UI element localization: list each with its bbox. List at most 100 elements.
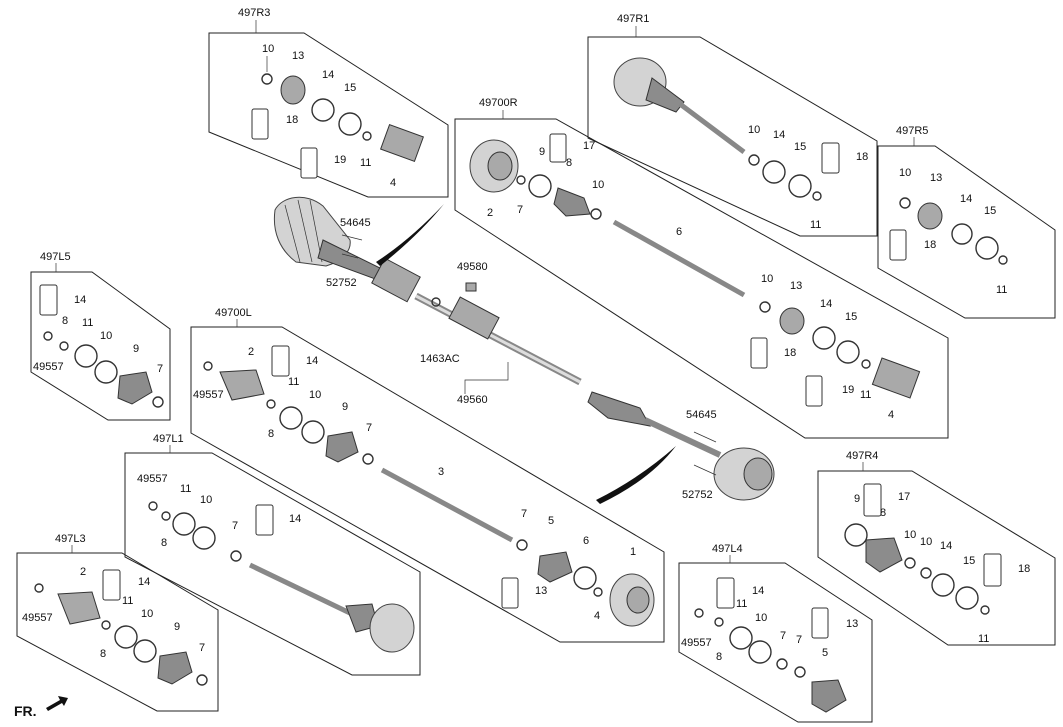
snap-ring bbox=[266, 399, 276, 409]
bolt bbox=[465, 282, 477, 292]
snap-ring bbox=[203, 361, 213, 371]
part-label-18: 18 bbox=[856, 151, 868, 163]
group-label-49700l: 49700L bbox=[215, 307, 252, 319]
snap-ring bbox=[59, 341, 69, 351]
part-label-49557: 49557 bbox=[137, 473, 168, 485]
clamp-band bbox=[301, 420, 325, 444]
hub-face bbox=[743, 457, 773, 491]
snap-ring bbox=[593, 587, 603, 597]
part-label-10: 10 bbox=[141, 608, 153, 620]
front-arrow-icon bbox=[46, 696, 68, 711]
main-drive-shaft-assembly bbox=[273, 196, 775, 504]
part-label-14: 14 bbox=[820, 298, 832, 310]
part-label-9: 9 bbox=[342, 401, 348, 413]
part-label-14: 14 bbox=[752, 585, 764, 597]
shaft bbox=[248, 562, 354, 617]
part-label-14: 14 bbox=[940, 540, 952, 552]
snap-ring bbox=[152, 396, 164, 408]
group-label-497l4: 497L4 bbox=[712, 543, 743, 555]
grease-bottle bbox=[983, 553, 1002, 587]
clamp-band bbox=[114, 625, 138, 649]
part-label-7: 7 bbox=[157, 363, 163, 375]
part-label-19: 19 bbox=[334, 154, 346, 166]
kit-497l3-parts bbox=[34, 569, 208, 686]
grease-bottle bbox=[805, 375, 823, 407]
part-label-49557: 49557 bbox=[681, 637, 712, 649]
snap-ring bbox=[794, 666, 806, 678]
part-label-54645: 54645 bbox=[340, 217, 371, 229]
clamp-band bbox=[931, 573, 955, 597]
clamp-band bbox=[951, 223, 973, 245]
part-label-1: 1 bbox=[630, 546, 636, 558]
group-label-49700r: 49700R bbox=[479, 97, 518, 109]
part-label-52752: 52752 bbox=[326, 277, 357, 289]
clamp-band bbox=[748, 640, 772, 664]
fastener bbox=[693, 431, 717, 443]
snap-ring bbox=[759, 301, 771, 313]
boot bbox=[587, 391, 651, 427]
grease-bottle bbox=[750, 337, 768, 369]
part-label-13: 13 bbox=[846, 618, 858, 630]
part-label-3: 3 bbox=[438, 466, 444, 478]
part-label-7: 7 bbox=[232, 520, 238, 532]
boot bbox=[117, 371, 153, 405]
tripod-housing bbox=[57, 591, 101, 625]
part-label-15: 15 bbox=[344, 82, 356, 94]
clamp-band bbox=[788, 174, 812, 198]
kit-497l1-parts bbox=[148, 501, 415, 653]
part-label-14: 14 bbox=[322, 69, 334, 81]
clamp-band bbox=[338, 112, 362, 136]
snap-ring bbox=[261, 73, 273, 85]
part-label-10: 10 bbox=[920, 536, 932, 548]
part-label-13: 13 bbox=[535, 585, 547, 597]
grease-bottle bbox=[889, 229, 907, 261]
snap-ring bbox=[904, 557, 916, 569]
part-label-13: 13 bbox=[790, 280, 802, 292]
boot bbox=[811, 679, 847, 713]
snap-ring bbox=[161, 511, 171, 521]
group-label-497l3: 497L3 bbox=[55, 533, 86, 545]
pointer-wedge bbox=[376, 204, 444, 266]
part-label-14: 14 bbox=[289, 513, 301, 525]
part-label-17: 17 bbox=[898, 491, 910, 503]
kit-497l5-parts bbox=[39, 284, 164, 408]
clamp-band bbox=[133, 639, 157, 663]
part-label-49557: 49557 bbox=[193, 389, 224, 401]
grease-bottle bbox=[39, 284, 58, 316]
part-label-15: 15 bbox=[984, 205, 996, 217]
snap-ring bbox=[980, 605, 990, 615]
tripod-housing bbox=[871, 357, 921, 399]
snap-ring bbox=[230, 550, 242, 562]
part-label-5: 5 bbox=[548, 515, 554, 527]
kit-497r5-parts bbox=[889, 197, 1008, 265]
grease-bottle bbox=[863, 483, 882, 517]
grease-bottle bbox=[255, 504, 274, 536]
snap-ring bbox=[516, 175, 526, 185]
part-label-11: 11 bbox=[288, 376, 299, 388]
part-label-4: 4 bbox=[888, 409, 894, 421]
tripod-housing bbox=[379, 123, 425, 163]
clamp-band bbox=[836, 340, 860, 364]
grease-bottle bbox=[716, 577, 735, 609]
snap-ring bbox=[748, 154, 760, 166]
assy-49700r-parts bbox=[469, 133, 921, 407]
part-label-8: 8 bbox=[880, 507, 886, 519]
part-label-10: 10 bbox=[262, 43, 274, 55]
panel-497l3 bbox=[16, 552, 219, 712]
clamp-band bbox=[74, 344, 98, 368]
panel-497r1 bbox=[587, 36, 878, 237]
part-label-13: 13 bbox=[930, 172, 942, 184]
grease-bottle bbox=[501, 577, 519, 609]
part-label-8: 8 bbox=[62, 315, 68, 327]
panel-49700r bbox=[454, 118, 949, 439]
panel-497l1 bbox=[124, 452, 421, 676]
part-label-2: 2 bbox=[487, 207, 493, 219]
snap-ring bbox=[920, 567, 932, 579]
part-label-8: 8 bbox=[100, 648, 106, 660]
stub-shaft bbox=[643, 417, 722, 458]
part-label-49557: 49557 bbox=[33, 361, 64, 373]
part-label-15: 15 bbox=[963, 555, 975, 567]
clamp-band bbox=[729, 626, 753, 650]
grease-bottle bbox=[821, 142, 840, 174]
